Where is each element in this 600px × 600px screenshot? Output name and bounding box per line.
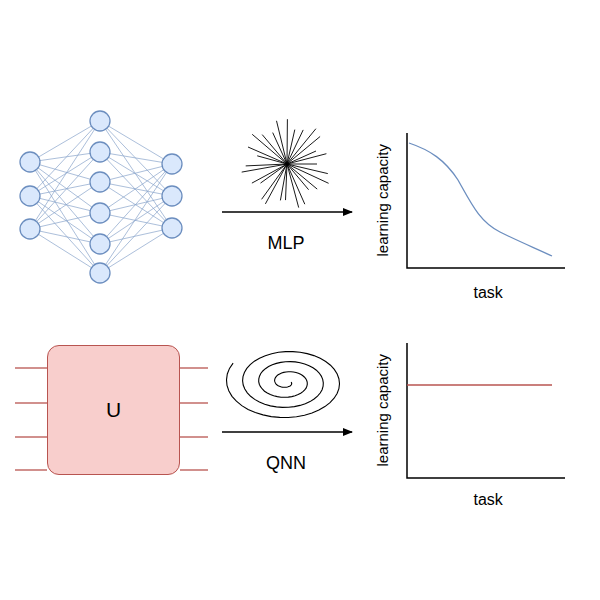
axis-label: task (474, 491, 503, 509)
model-label: MLP (268, 234, 305, 254)
model-label: QNN (266, 454, 306, 474)
chart-axes (407, 133, 565, 268)
unitary-box: U (47, 345, 180, 475)
axis-label: learning capacity (375, 143, 392, 256)
decay-curve (409, 143, 552, 256)
starburst-icon (242, 119, 329, 207)
network-edges (30, 121, 172, 273)
arrow (222, 211, 352, 212)
axis-label: task (474, 284, 503, 302)
network-neurons (20, 111, 182, 283)
spiral-icon (227, 352, 340, 418)
flat-line (407, 384, 552, 385)
chart-axes (407, 343, 565, 478)
arrow (222, 431, 352, 432)
axis-label: learning capacity (375, 353, 392, 466)
gate-label: U (106, 398, 121, 422)
